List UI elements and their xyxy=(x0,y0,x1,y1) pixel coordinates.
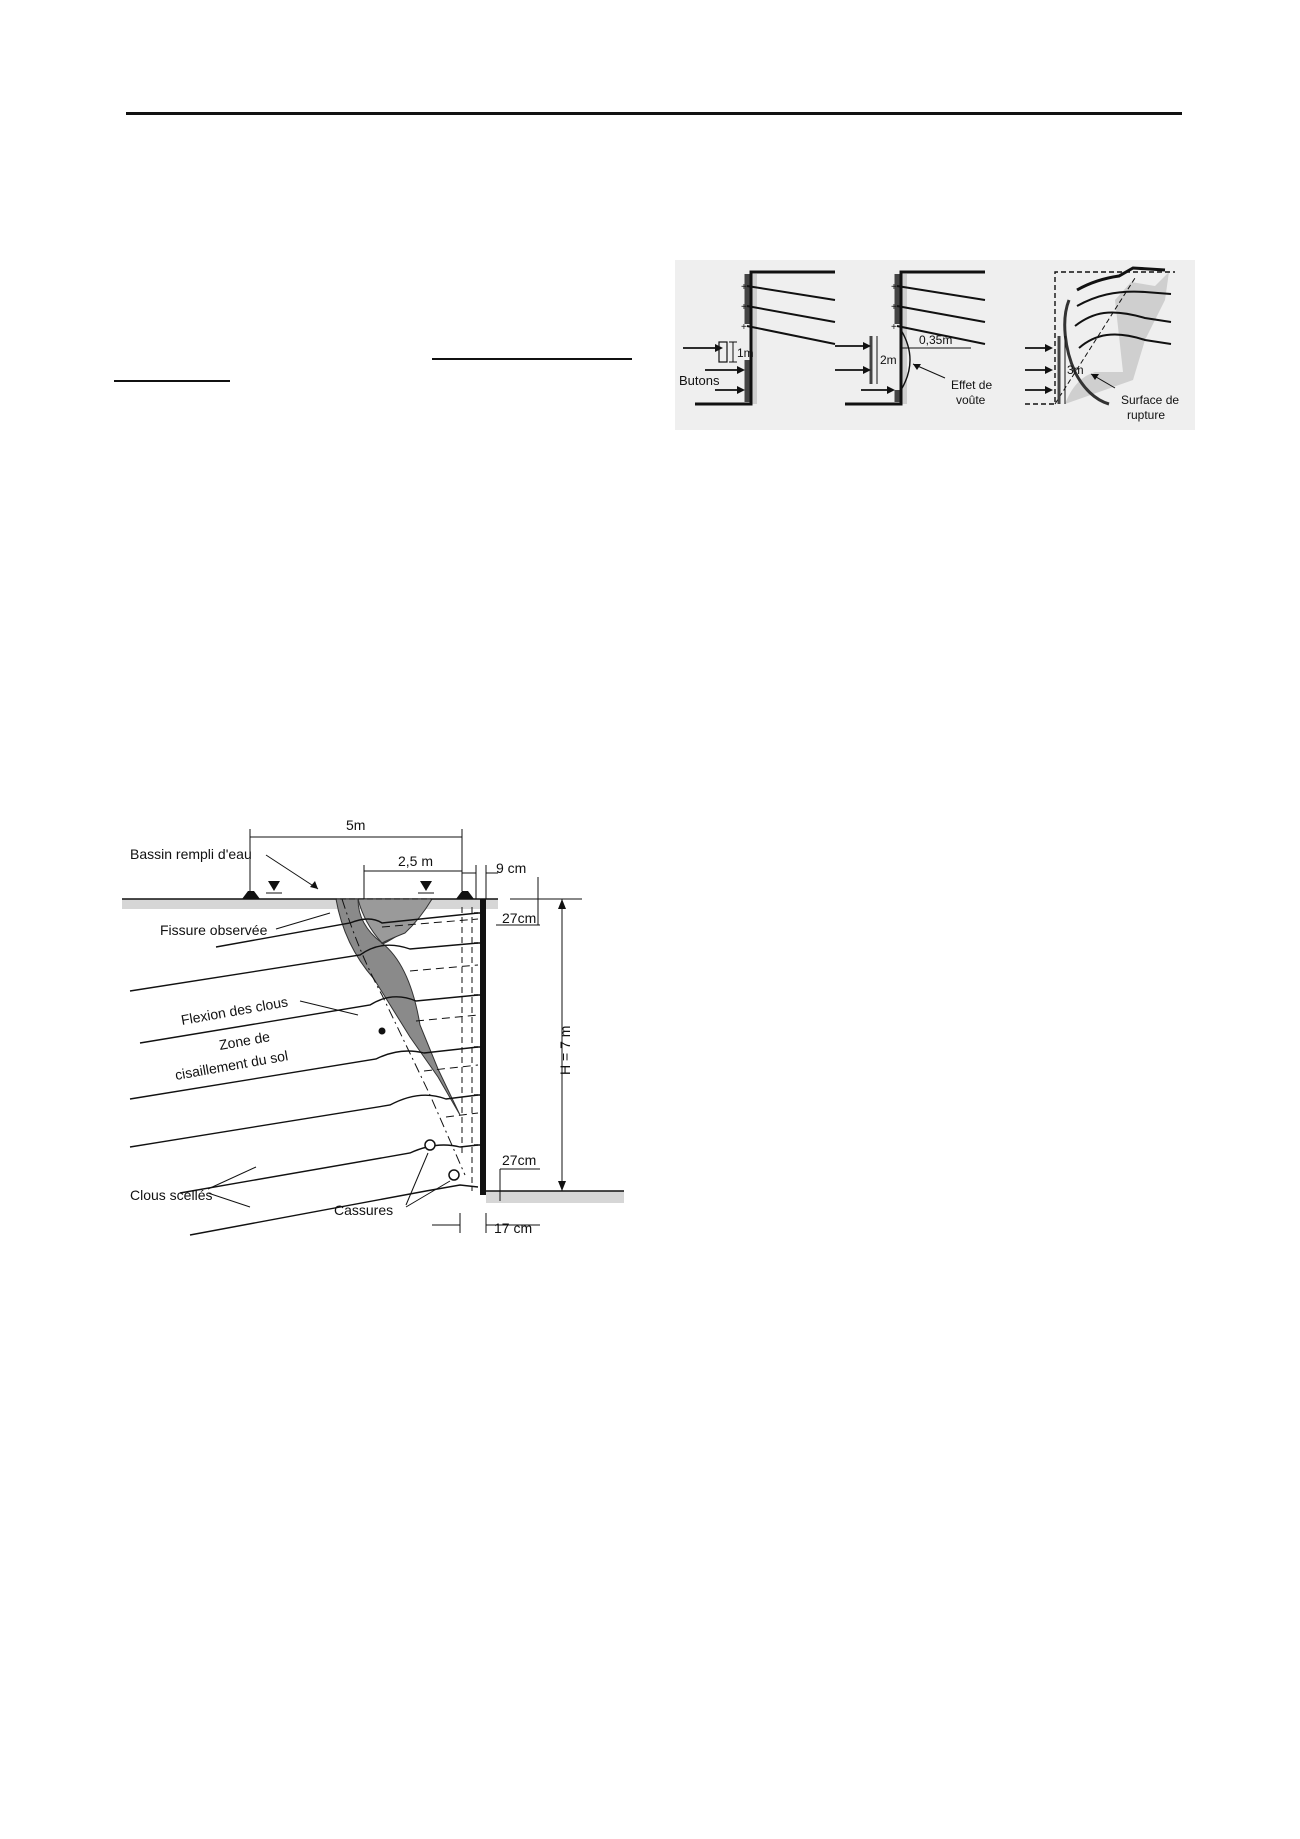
marker-dot xyxy=(378,1027,386,1035)
panel-stage-1: + + + 1m Butons xyxy=(679,270,836,406)
panel-stage-2: + + + 2m 0,35m Effet de voûte xyxy=(835,270,992,407)
label-bassin: Bassin rempli d'eau xyxy=(130,846,252,862)
svg-text:+: + xyxy=(741,302,747,313)
top-figure: + + + 1m Butons + + + 2m 0,35m xyxy=(675,260,1195,430)
svg-text:+: + xyxy=(891,302,897,313)
dim-9cm: 9 cm xyxy=(496,860,526,876)
underline-fragment-2 xyxy=(114,380,230,382)
water-level-icon xyxy=(268,881,280,891)
svg-text:+: + xyxy=(891,322,897,333)
label-rupture: rupture xyxy=(1127,408,1165,422)
label-3m: 3m xyxy=(1067,363,1084,377)
dim-5m: 5m xyxy=(346,817,365,833)
label-zone-de: Zone de xyxy=(218,1028,272,1053)
underline-fragment-1 xyxy=(432,358,632,360)
bottom-figure: 5m Bassin rempli d'eau 2,5 m 9 cm H = 7 … xyxy=(122,817,624,1236)
basin-berm-right xyxy=(456,891,474,899)
dim-27cm-bottom: 27cm xyxy=(502,1152,536,1168)
dim-height: H = 7 m xyxy=(557,1026,573,1075)
svg-text:+: + xyxy=(741,322,747,333)
label-butons: Butons xyxy=(679,373,720,388)
svg-text:+: + xyxy=(741,282,747,293)
label-clous-scelles: Clous scellés xyxy=(130,1187,212,1203)
dim-17cm: 17 cm xyxy=(494,1220,532,1236)
wall-facing xyxy=(480,899,486,1195)
soil-top xyxy=(122,899,498,909)
soil-bottom xyxy=(486,1191,624,1203)
label-surface-de: Surface de xyxy=(1121,393,1179,407)
break-point-2 xyxy=(448,1169,460,1181)
water-level-icon-2 xyxy=(420,881,432,891)
label-1m: 1m xyxy=(737,346,754,360)
label-fissure: Fissure observée xyxy=(160,922,268,938)
dim-27cm-top: 27cm xyxy=(502,910,536,926)
break-point-1 xyxy=(424,1139,436,1151)
panel-stage-3: 3m Surface de rupture xyxy=(1025,266,1179,422)
label-effet-de: Effet de xyxy=(951,378,992,392)
basin-berm-left xyxy=(242,891,260,899)
label-035m: 0,35m xyxy=(919,333,952,347)
label-cisaillement: cisaillement du sol xyxy=(174,1047,289,1083)
label-voute: voûte xyxy=(956,393,986,407)
svg-text:+: + xyxy=(891,282,897,293)
label-flexion: Flexion des clous xyxy=(180,993,289,1028)
dim-2-5m: 2,5 m xyxy=(398,853,433,869)
label-cassures: Cassures xyxy=(334,1202,393,1218)
label-2m: 2m xyxy=(880,353,897,367)
header-rule xyxy=(126,112,1182,115)
